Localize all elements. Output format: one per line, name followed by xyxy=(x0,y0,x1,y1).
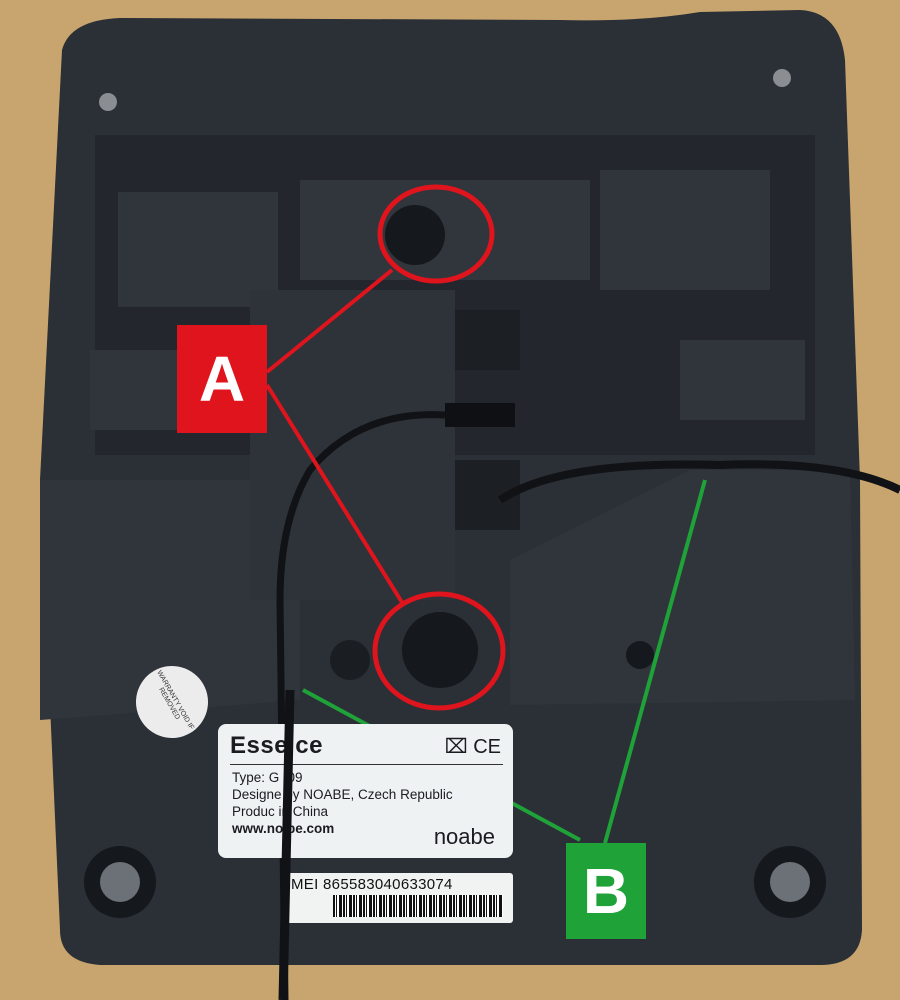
label-type: Type: G -09 xyxy=(232,770,303,785)
callout-label-b: B xyxy=(566,843,646,939)
label-divider xyxy=(230,764,503,765)
highlight-circle-top xyxy=(377,184,495,284)
imei-label: MEI 865583040633074 xyxy=(283,873,513,923)
label-model-name: Esse ce xyxy=(230,732,323,759)
highlight-circle-bottom xyxy=(372,591,506,711)
label-website: www.no be.com xyxy=(232,821,335,836)
certification-marks: ⌧ CE xyxy=(444,736,501,758)
callout-line-a-bottom xyxy=(265,383,405,606)
callout-label-a: A xyxy=(177,325,267,433)
brand-logo: noabe xyxy=(433,824,495,849)
callout-line-b-right xyxy=(603,479,707,844)
label-designed: Designe by NOABE, Czech Republic xyxy=(232,787,453,802)
device-label: Esse ce ⌧ CE Type: G -09 Designe by NOAB… xyxy=(218,724,513,858)
label-produced: Produc in China xyxy=(232,804,329,819)
callout-line-a-top xyxy=(265,268,394,374)
barcode xyxy=(333,895,503,917)
imei-number: MEI 865583040633074 xyxy=(291,876,453,893)
